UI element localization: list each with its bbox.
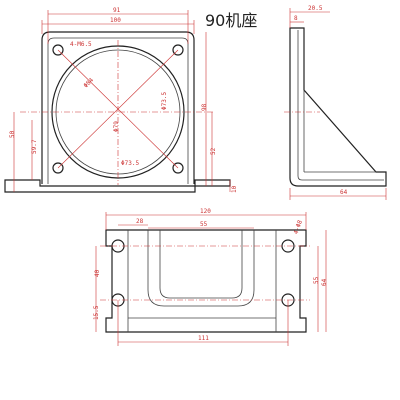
front-view: 91 100 4-M6.5 Φ84 Φ73.5 Φ79 Φ73.5 98 52 …	[4, 7, 238, 193]
side-outline	[289, 27, 387, 187]
dim-label-left-inner: 59.7	[31, 139, 38, 154]
dim-label-8: 8	[294, 15, 298, 22]
dim-label-98: 98	[201, 103, 208, 111]
dim-label-100: 100	[110, 17, 121, 24]
front-flange-inner	[47, 37, 189, 184]
front-base-outline	[4, 179, 231, 193]
side-rib-inner	[297, 30, 384, 181]
dim-label-64: 64	[340, 189, 348, 196]
front-diag-2	[57, 49, 179, 169]
dim-label-55-side: 55	[313, 276, 320, 284]
top-hole-label: 4-Φ8	[292, 219, 304, 235]
dim-label-120: 120	[200, 208, 211, 215]
dim-label-10: 10	[231, 185, 238, 193]
dim-label-64-side: 64	[321, 278, 328, 286]
front-hole-bottom-left	[52, 162, 64, 174]
dim-label-40: 40	[94, 269, 101, 277]
front-pcd-bottom-label: Φ73.5	[121, 160, 139, 167]
dim-label-111: 111	[198, 335, 209, 342]
dim-label-15.5: 15.5	[93, 305, 100, 320]
front-hole-bottom-right	[172, 162, 184, 174]
dim-label-28: 28	[136, 218, 144, 225]
front-hole-top-right	[172, 44, 184, 56]
front-bore-inner-label: Φ79	[113, 121, 120, 132]
dim-label-55-top: 55	[200, 221, 208, 228]
side-view: 20.5 8 64	[284, 5, 387, 200]
top-slot	[147, 230, 255, 307]
front-bore-outer-label: Φ84	[82, 77, 95, 90]
dim-label-50: 50	[9, 130, 16, 138]
front-pcd-top-label: Φ73.5	[161, 92, 168, 110]
front-hole-top-left	[52, 44, 64, 56]
top-view: 120 28 55 4-Φ8 40 15.5 55 64 111	[93, 208, 328, 346]
front-flange-outline	[41, 31, 195, 184]
dim-label-20.5: 20.5	[308, 5, 323, 12]
drawing-title: 90机座	[205, 11, 257, 30]
dim-label-91: 91	[113, 7, 121, 14]
dim-label-52: 52	[210, 147, 217, 155]
top-slot-inner	[159, 230, 243, 299]
front-hole-label: 4-M6.5	[70, 41, 92, 48]
